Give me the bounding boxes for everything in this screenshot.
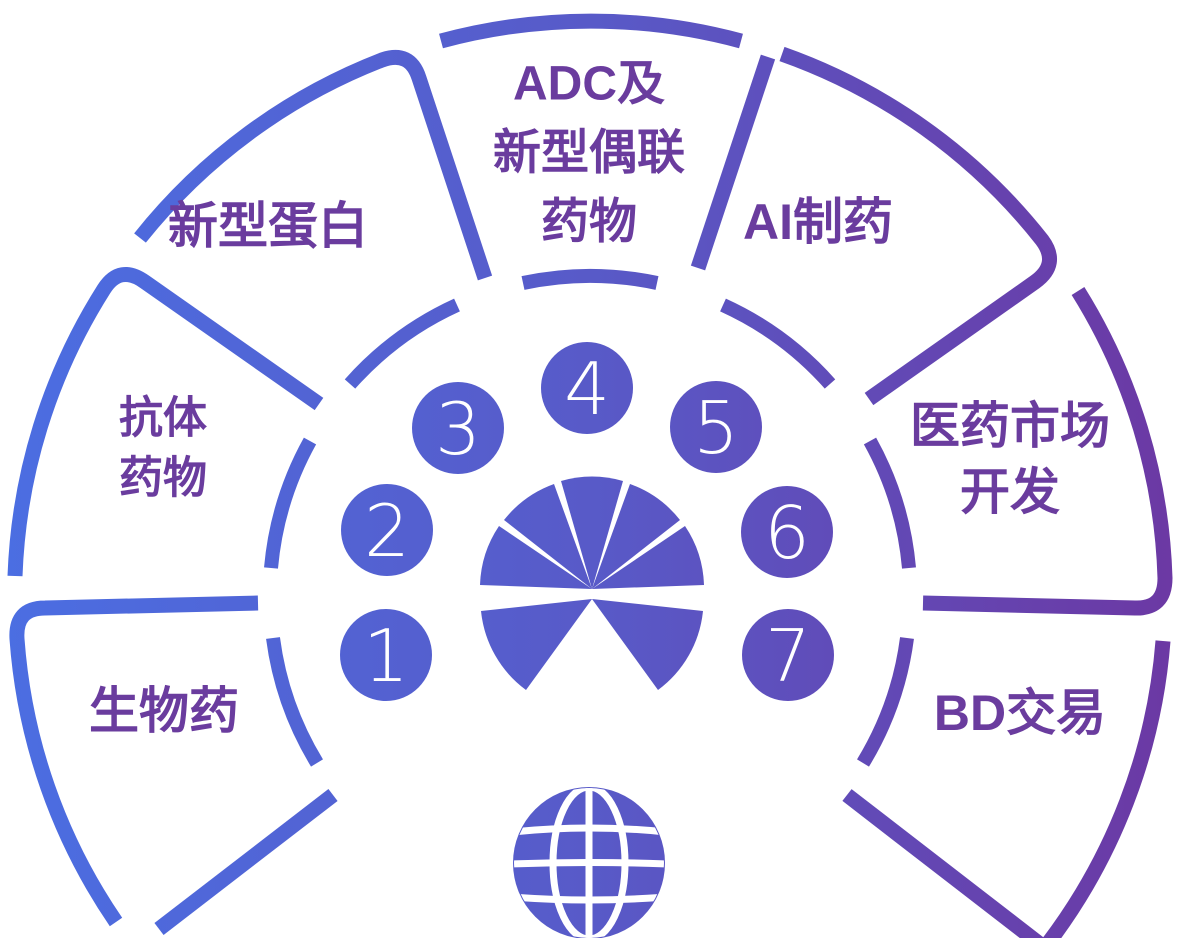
segment-label-adc-line3: 药物 — [541, 196, 637, 249]
badge-circle — [541, 342, 633, 434]
petal-outline-ai-pharma — [779, 46, 1057, 406]
badge-circle — [742, 609, 834, 701]
inner-arc-4 — [521, 268, 659, 290]
petal-outline-antibody — [7, 267, 324, 577]
badge-circle — [412, 382, 504, 474]
number-badge-3: 3 — [412, 382, 504, 474]
badge-number: 6 — [764, 491, 810, 575]
number-badge-1: 1 — [340, 609, 432, 701]
petal-outline-bd-deals — [1042, 640, 1171, 938]
segment-label-adc-line1: ADC及 — [513, 58, 665, 111]
segment-labels: 生物药 抗体 药物 新型蛋白 ADC及 新型偶联 药物 AI制药 医药市场 开发… — [89, 58, 1110, 742]
fan-blade — [504, 484, 592, 589]
badge-number: 4 — [564, 347, 610, 431]
spoke-adc-ai — [690, 54, 776, 271]
inner-arc-7 — [857, 637, 914, 767]
badge-number: 1 — [363, 614, 409, 698]
fan-blade — [592, 599, 703, 690]
number-badges: 1 2 3 4 5 6 7 — [340, 342, 834, 701]
fan-blade — [561, 476, 623, 589]
spoke-bottom-right — [842, 789, 1045, 938]
number-badge-7: 7 — [742, 609, 834, 701]
inner-dash-ring — [264, 268, 916, 767]
petal-outline-market-dev — [922, 287, 1173, 616]
segment-label-market-dev-line2: 开发 — [960, 464, 1060, 520]
fan-blade — [481, 599, 592, 690]
petal-outline-novel-protein — [134, 49, 493, 281]
badge-number: 2 — [364, 489, 410, 573]
badge-number: 7 — [765, 614, 811, 698]
badge-number: 5 — [693, 386, 739, 470]
fan-blade — [592, 526, 704, 589]
inner-arc-1 — [266, 637, 323, 767]
inner-arc-2 — [264, 437, 317, 569]
segment-label-antibody-line2: 药物 — [119, 454, 207, 503]
badge-number: 3 — [435, 387, 481, 471]
segment-label-market-dev-line1: 医药市场 — [910, 398, 1110, 454]
badge-circle — [670, 381, 762, 473]
globe-latitude-equator — [514, 859, 664, 868]
globe-latitude-south — [514, 893, 664, 904]
fan-icon — [480, 476, 704, 690]
segment-label-antibody-line1: 抗体 — [119, 394, 207, 443]
spoke-bottom-left — [154, 789, 338, 935]
number-badge-5: 5 — [670, 381, 762, 473]
segment-label-biologics: 生物药 — [89, 683, 239, 739]
number-badge-2: 2 — [341, 484, 433, 576]
globe-latitude-north — [514, 824, 664, 836]
globe-grid — [514, 788, 664, 938]
petal-outline-biologics — [9, 595, 259, 927]
number-badge-6: 6 — [741, 486, 833, 578]
inner-arc-3 — [344, 298, 460, 389]
segment-label-bd-deals: BD交易 — [934, 685, 1106, 741]
petal-outlines — [7, 13, 1173, 938]
globe-icon — [513, 787, 665, 938]
inner-arc-6 — [863, 437, 916, 569]
fan-blade — [592, 484, 680, 589]
badge-circle — [340, 609, 432, 701]
number-badge-4: 4 — [541, 342, 633, 434]
segment-label-novel-protein: 新型蛋白 — [168, 198, 368, 254]
badge-circle — [741, 486, 833, 578]
segment-label-adc-line2: 新型偶联 — [493, 127, 685, 180]
inner-arc-5 — [720, 298, 836, 389]
petal-outline-adc — [439, 13, 743, 49]
fan-blade — [480, 526, 592, 589]
badge-circle — [341, 484, 433, 576]
segment-label-ai-pharma: AI制药 — [743, 194, 893, 250]
